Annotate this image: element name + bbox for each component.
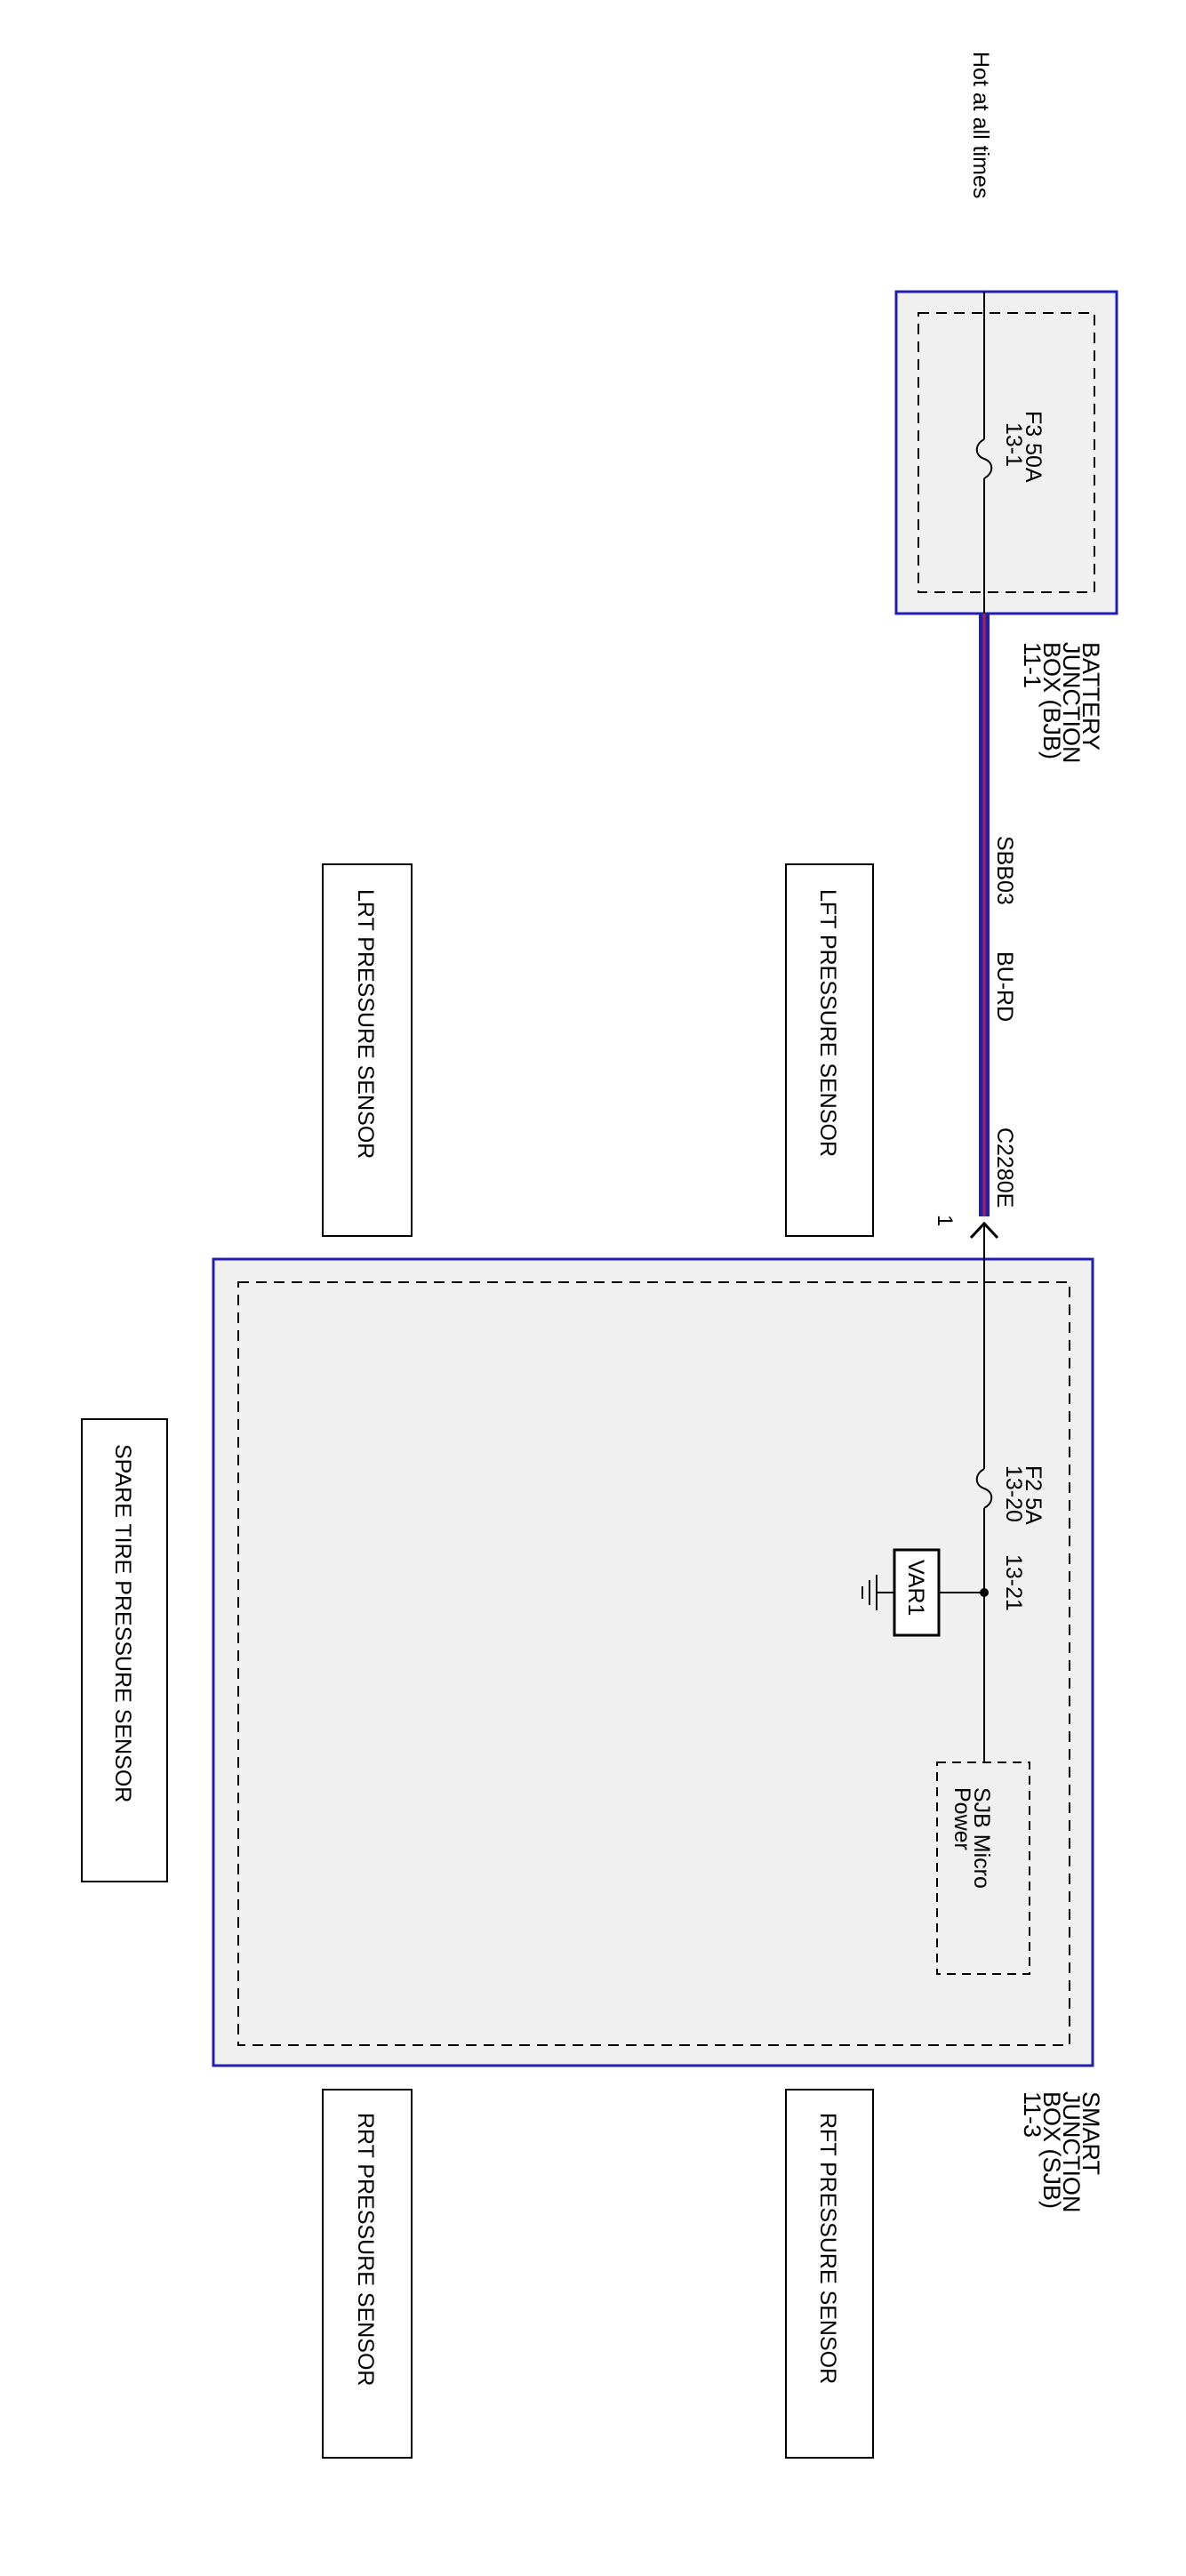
rrt-pressure-sensor-box: [322, 2089, 413, 2459]
fuse-f2-pin-out: 13-21: [1001, 1554, 1026, 1611]
bjb-label-line-3: BOX (BJB): [1038, 642, 1065, 759]
lft-pressure-sensor-label: LFT PRESSURE SENSOR: [815, 889, 840, 1157]
fuse-f3-pin: 13-1: [1001, 422, 1026, 467]
sjb-micro-label-line-2: Power: [950, 1787, 974, 1850]
connector-pin-label: 1: [933, 1215, 957, 1226]
bjb-outer-border: [894, 290, 1118, 615]
sjb-label-line-1: SMART: [1078, 2091, 1104, 2175]
rrt-pressure-sensor-label: RRT PRESSURE SENSOR: [353, 2113, 378, 2386]
lrt-pressure-sensor-label: LRT PRESSURE SENSOR: [353, 889, 378, 1159]
fuse-f2-symbol: [975, 1468, 993, 1509]
wire-color-label: BU-RD: [992, 951, 1017, 1022]
bjb-inner-dashed: [918, 312, 1095, 593]
fuse-f3-symbol: [975, 438, 993, 479]
smart-junction-box: [212, 1257, 1094, 2067]
spare-tire-pressure-sensor-label: SPARE TIRE PRESSURE SENSOR: [110, 1444, 135, 1802]
sjb-label-line-3: BOX (SJB): [1038, 2091, 1065, 2209]
bjb-label-line-4: 11-1: [1019, 642, 1046, 688]
bjb-label-line-2: JUNCTION: [1058, 642, 1085, 764]
var1-label: VAR1: [903, 1560, 928, 1616]
sjb-micro-power-box: [936, 1761, 1030, 1975]
sjb-micro-label-line-1: SJB Micro: [969, 1787, 994, 1889]
fuse-f2-label: F2 5A: [1021, 1465, 1046, 1525]
connector-label: C2280E: [992, 1128, 1017, 1208]
sjb-label-line-2: JUNCTION: [1058, 2091, 1085, 2213]
rft-pressure-sensor-box: [785, 2089, 874, 2459]
spare-tire-pressure-sensor-box: [81, 1418, 168, 1882]
fuse-f3-label: F3 50A: [1021, 411, 1046, 483]
fuse-f2-pin-in: 13-20: [1001, 1465, 1026, 1522]
wire-circuit-label: SBB03: [992, 836, 1017, 905]
rft-pressure-sensor-label: RFT PRESSURE SENSOR: [815, 2113, 840, 2384]
sjb-inner-dashed: [237, 1281, 1070, 2046]
lft-pressure-sensor-box: [785, 863, 874, 1237]
battery-junction-box: [894, 290, 1118, 615]
sjb-label-line-4: 11-3: [1019, 2091, 1046, 2138]
sjb-outer-border: [212, 1257, 1094, 2067]
hot-at-all-times-label: Hot at all times: [968, 52, 993, 198]
bjb-label-line-1: BATTERY: [1078, 642, 1104, 750]
lrt-pressure-sensor-box: [322, 863, 413, 1237]
ground-icon: [861, 1575, 877, 1610]
